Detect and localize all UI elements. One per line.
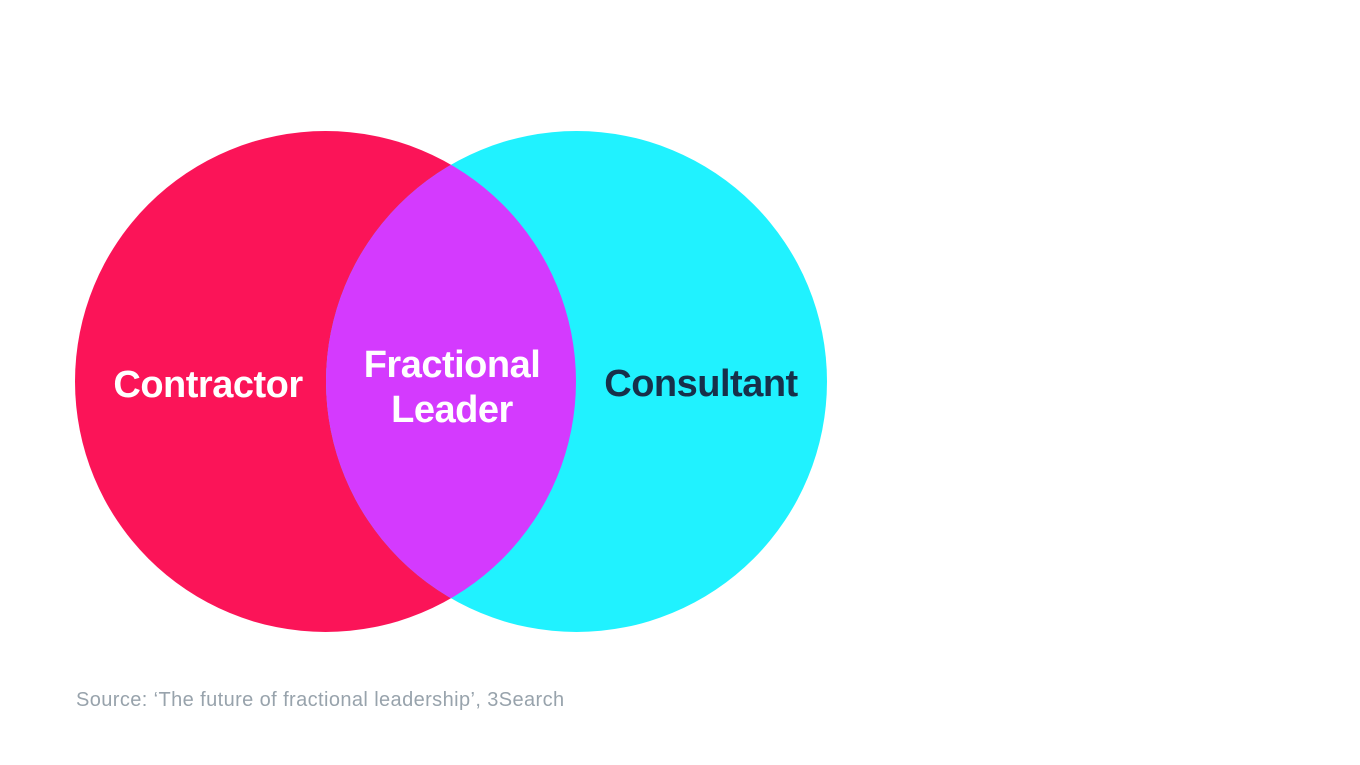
- overlap-label-line1: Fractional: [363, 344, 541, 387]
- overlap-lens: [326, 131, 576, 632]
- contractor-label: Contractor: [113, 364, 303, 407]
- consultant-label: Consultant: [604, 363, 798, 406]
- overlap-label: Fractional Leader: [364, 343, 541, 433]
- source-caption: Source: ‘The future of fractional leader…: [76, 689, 565, 711]
- overlap-label-line2: Leader: [391, 389, 513, 431]
